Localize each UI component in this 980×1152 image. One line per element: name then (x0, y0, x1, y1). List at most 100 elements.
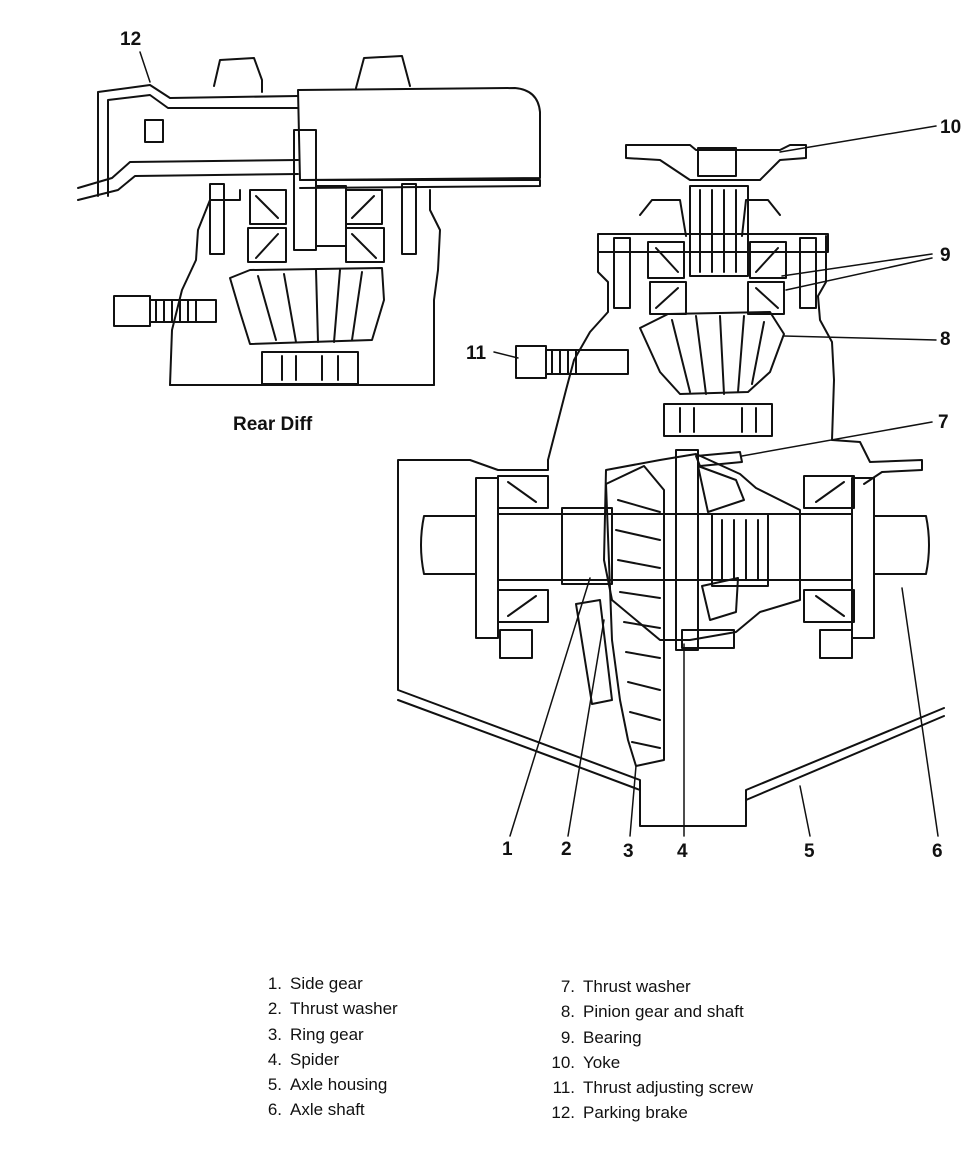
legend-number: 5. (267, 1075, 282, 1095)
legend-label: Spider (290, 1049, 340, 1069)
legend-right-column: 7.Thrust washer 8.Pinion gear and shaft … (546, 974, 753, 1126)
legend-label: Thrust adjusting screw (583, 1078, 754, 1098)
carrier-flange-left (475, 477, 499, 639)
side-gear-left (561, 507, 613, 585)
callout-6: 6 (932, 841, 943, 862)
legend-item: 4. Spider (262, 1047, 398, 1072)
inset-screw-thread (155, 299, 197, 323)
side-bearing-rollers (507, 481, 845, 617)
inset-bolt-right (401, 183, 417, 255)
axle-shaft-left (420, 515, 477, 575)
inset-screw-head (113, 295, 151, 327)
inset-caption: Rear Diff (233, 414, 313, 435)
leader-7 (741, 421, 933, 457)
legend-label: Parking brake (583, 1103, 688, 1123)
pinion-bearing-rollers (655, 247, 779, 309)
inset-lower-bearing (261, 351, 359, 385)
ring-gear-teeth (615, 499, 661, 749)
callout-7: 7 (938, 412, 949, 433)
legend-label: Axle shaft (290, 1100, 365, 1120)
callout-10: 10 (940, 117, 962, 138)
pinion-spline (699, 189, 737, 273)
adjusting-screw-head (515, 345, 547, 379)
leader-5 (799, 785, 811, 837)
inset-shaft-spline (315, 185, 347, 247)
case-bolt (681, 629, 735, 649)
legend-label: Yoke (583, 1052, 621, 1072)
inset-pinion-shaft (293, 129, 317, 251)
legend-label: Side gear (290, 974, 363, 993)
legend-number: 10. (551, 1052, 575, 1072)
inset-lower-bearing-rollers (281, 355, 339, 381)
legend-number: 12. (551, 1103, 575, 1123)
yoke-nut (697, 147, 737, 177)
legend-item: 3. Ring gear (262, 1022, 398, 1047)
leader-3 (629, 765, 637, 837)
legend-item: 9.Bearing (546, 1025, 753, 1050)
seal-housing (639, 199, 781, 237)
pinion-bearing-upper-left (647, 241, 685, 279)
inset-bearing-lower-left (247, 227, 287, 263)
inset-bracket-slot (144, 119, 164, 143)
leader-9a (781, 253, 933, 277)
rear-diff-inset (77, 55, 541, 386)
inset-brake-cover (297, 87, 541, 181)
leader-11 (493, 351, 519, 359)
pinion-bearing-lower-right (747, 281, 785, 315)
inset-screw-body (149, 299, 217, 323)
inset-top-tower-right (355, 55, 411, 89)
inset-pinion-teeth (257, 269, 363, 343)
cage-bolt-left (613, 237, 631, 309)
legend-item: 11. Thrust adjusting screw (546, 1075, 753, 1100)
housing-lower-edge (397, 699, 945, 801)
leader-10 (779, 125, 937, 153)
legend-number: 9. (560, 1027, 575, 1047)
spider-pinion-lower (701, 577, 739, 621)
pinion-gear-teeth (671, 315, 765, 395)
callout-8: 8 (940, 329, 951, 350)
inset-cover-lip (299, 179, 541, 189)
differential-case (603, 453, 801, 641)
legend-number: 11. (552, 1078, 575, 1098)
adjusting-screw-thread (551, 349, 577, 375)
legend-label: Pinion gear and shaft (583, 1002, 744, 1022)
pilot-bearing (663, 403, 773, 437)
yoke (625, 144, 807, 181)
callout-2: 2 (561, 839, 572, 860)
legend-left-column: 1.Side gear 2.Thrust washer 3.Ring gear … (262, 971, 398, 1123)
leader-1 (509, 577, 591, 837)
inset-housing (169, 189, 441, 386)
legend-item: 2.Thrust washer (262, 996, 398, 1021)
legend-item: 1. Side gear (262, 971, 398, 996)
thrust-washer-lower (575, 599, 613, 705)
legend-label: Axle housing (290, 1075, 388, 1095)
side-gear-right-spline (721, 519, 759, 581)
adjusting-screw-body (545, 349, 629, 375)
side-bearing-upper-right (803, 475, 855, 509)
callout-12: 12 (120, 29, 142, 50)
leader-9b (785, 257, 933, 291)
legend-item: 12. Parking brake (546, 1100, 753, 1125)
legend-number: 2. (267, 999, 282, 1019)
main-differential (397, 144, 945, 827)
legend-number: 4. (267, 1049, 282, 1069)
spider (675, 449, 699, 651)
legend-number: 3. (267, 1024, 282, 1044)
legend-number: 1. (267, 974, 282, 993)
leader-12 (139, 51, 151, 83)
leader-lines (139, 51, 939, 837)
inset-brake-bracket (77, 84, 299, 201)
legend-number: 8. (560, 1002, 575, 1022)
callout-1: 1 (502, 839, 513, 860)
inset-bearing-rollers (255, 195, 377, 259)
pinion-gear (639, 311, 785, 395)
axle-shaft-right (873, 515, 930, 575)
legend-label: Ring gear (290, 1024, 364, 1044)
callout-3: 3 (623, 841, 634, 862)
callout-4: 4 (677, 841, 688, 862)
spider-pinion-upper (697, 465, 745, 513)
legend-number: 6. (267, 1100, 282, 1120)
axle-housing (397, 439, 945, 827)
side-gear-right (711, 513, 769, 587)
